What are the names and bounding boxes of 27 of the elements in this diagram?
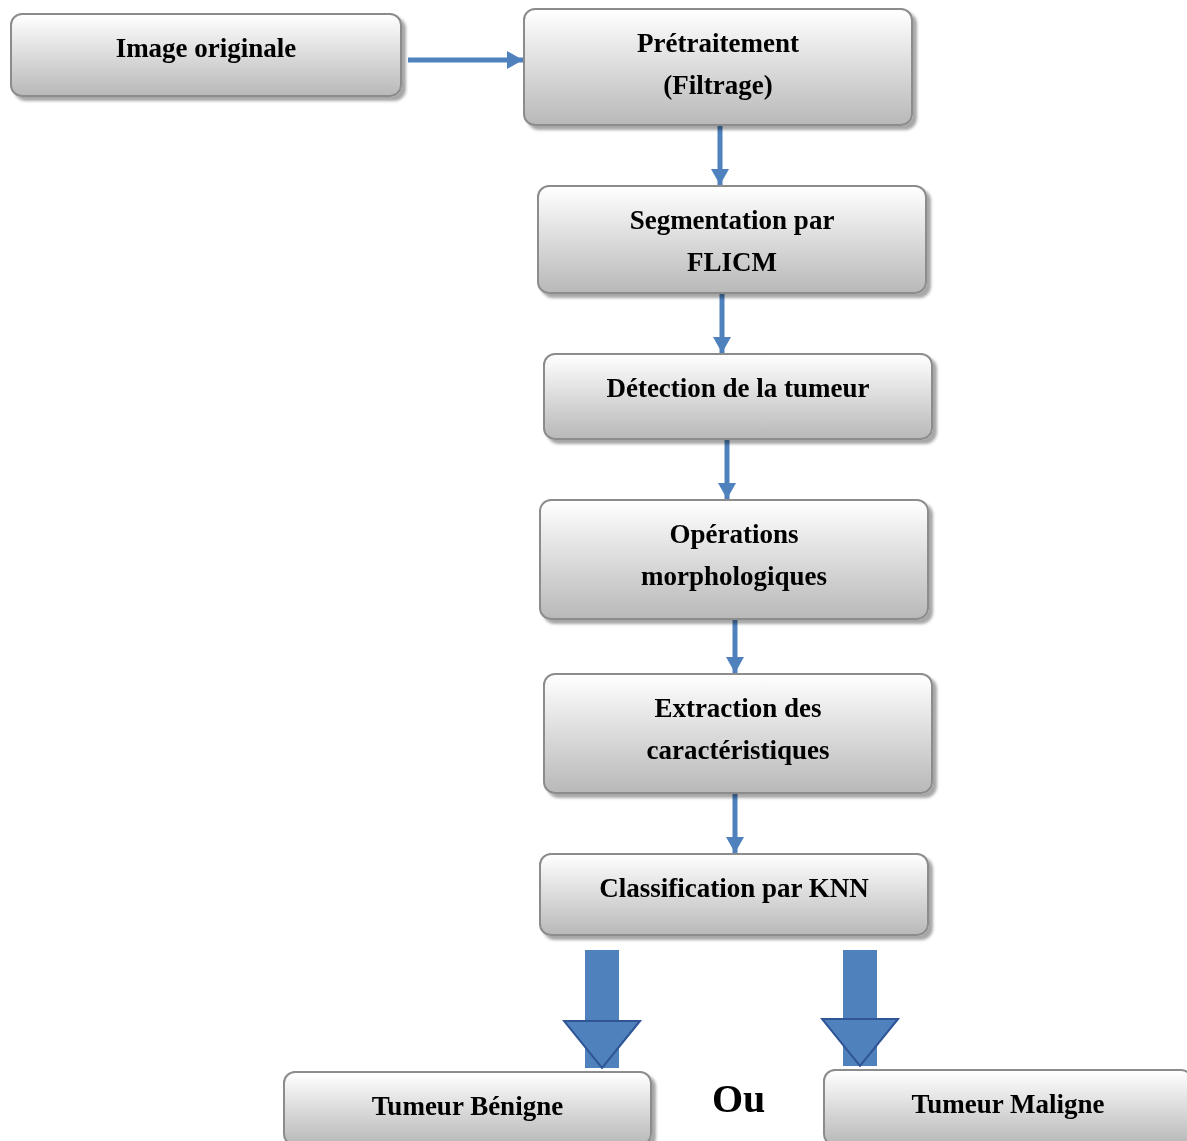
box-label: Opérations morphologiques [639,518,828,593]
process-box [283,1071,652,1141]
connector-word: Ou [712,1075,766,1123]
arrow [713,294,731,353]
box-label: Image originale [115,32,297,65]
process-box [543,673,933,794]
process-box [523,8,913,126]
process-box [539,499,929,620]
box-label: Segmentation par FLICM [628,204,836,279]
arrow [408,51,523,69]
arrow [718,440,736,499]
arrow [726,794,744,853]
block-arrow [821,950,899,1067]
arrow [726,620,744,673]
arrow [711,126,729,185]
process-box [539,853,929,936]
process-box [543,353,933,440]
process-box [823,1069,1187,1141]
block-arrow [563,950,641,1069]
box-label: Détection de la tumeur [606,372,870,405]
box-label: Classification par KNN [599,872,869,905]
box-label: Extraction des caractéristiques [645,692,831,767]
box-label: Tumeur Bénigne [371,1090,564,1123]
process-box [537,185,927,294]
box-label: Prétraitement (Filtrage) [636,27,800,102]
box-label: Tumeur Maligne [911,1088,1105,1121]
process-box [10,13,402,97]
